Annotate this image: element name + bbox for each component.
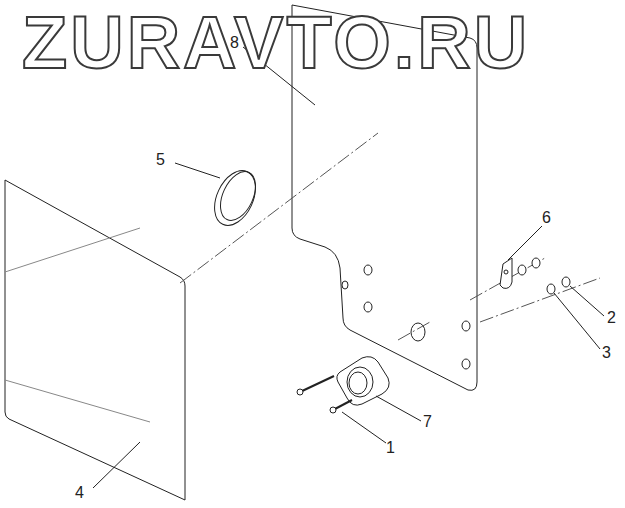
callout-number: 2	[607, 310, 616, 326]
callout-number: 6	[542, 210, 551, 226]
bracket	[500, 258, 512, 288]
callout-number: 1	[386, 440, 395, 456]
cover-disc	[206, 164, 263, 232]
hub-flange	[337, 357, 389, 405]
callout-number: 8	[230, 35, 239, 51]
sheet-panel	[5, 180, 185, 500]
callout-number: 3	[602, 345, 611, 361]
callout-number: 4	[75, 485, 84, 501]
callout-number: 5	[156, 152, 165, 168]
callout-number: 7	[423, 414, 432, 430]
watermark: ZURAVTO.RU	[22, 6, 530, 80]
